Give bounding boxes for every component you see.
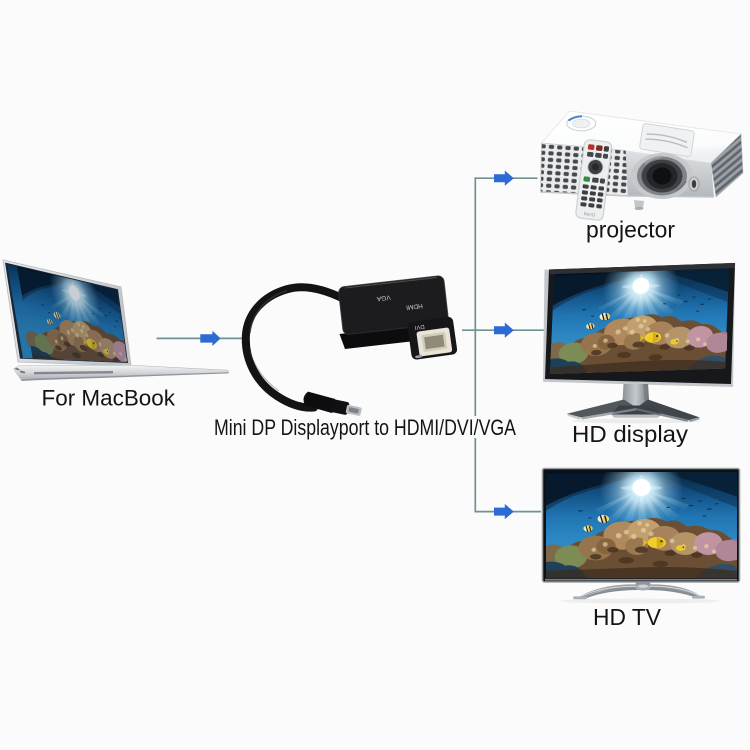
svg-text:HD display: HD display — [572, 421, 689, 447]
svg-text:projector: projector — [586, 217, 675, 243]
svg-text:HDMI: HDMI — [406, 302, 423, 311]
svg-text:HD TV: HD TV — [593, 604, 662, 630]
svg-text:DVI: DVI — [414, 323, 425, 330]
svg-text:VGA: VGA — [376, 293, 391, 302]
svg-text:For MacBook: For MacBook — [42, 385, 176, 410]
svg-text:Mini DP Displayport to HDMI/DV: Mini DP Displayport to HDMI/DVI/VGA — [214, 415, 516, 440]
svg-text:BenQ: BenQ — [584, 211, 597, 217]
